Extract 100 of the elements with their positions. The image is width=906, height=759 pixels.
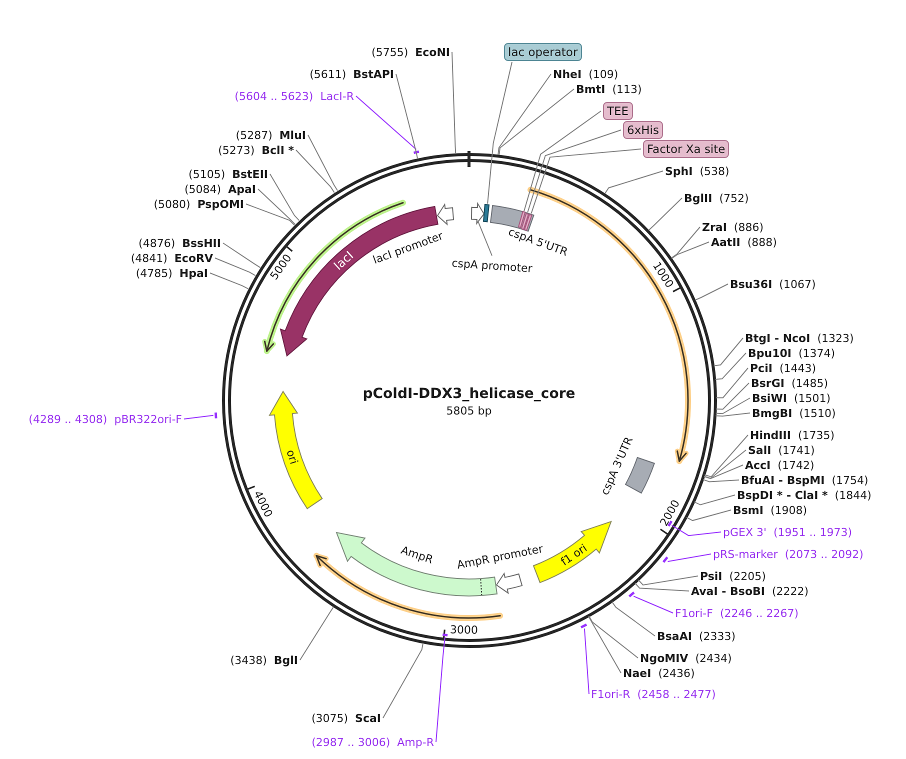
restriction-site-label: (4785) HpaI <box>136 266 208 280</box>
leader-line <box>715 398 750 414</box>
restriction-site-label: NaeI (2436) <box>623 666 695 680</box>
leader-line <box>714 352 746 380</box>
leader-line <box>671 242 710 259</box>
restriction-site-label: (4876) BssHII <box>138 236 221 250</box>
feature-tag: lac operator <box>504 43 582 61</box>
leader-line <box>498 88 574 156</box>
restriction-site-label: BsaAI (2333) <box>657 630 736 642</box>
feature-stripe <box>518 211 526 228</box>
restriction-site-label: Bpu10I (1374) <box>748 346 836 360</box>
leader-line <box>300 606 334 660</box>
feature-name: f1 ori <box>558 542 590 568</box>
restriction-site-label: BtgI - NcoI (1323) <box>745 332 854 344</box>
primer-label: (4289 .. 4308) pBR322ori-F <box>28 412 182 426</box>
restriction-site-label: AccI (1742) <box>745 458 814 472</box>
feature-tag: 6xHis <box>623 121 663 139</box>
restriction-site-label: (3438) BglI <box>230 654 298 666</box>
leader-line <box>477 220 492 256</box>
leader-line <box>611 601 656 636</box>
leader-line <box>716 382 750 410</box>
primer-mark <box>667 520 672 528</box>
restriction-site-label: (5080) PspOMI <box>154 198 244 210</box>
leader-line <box>702 479 740 482</box>
leader-line <box>222 242 261 268</box>
restriction-site-label: NgoMIV (2434) <box>640 652 732 664</box>
restriction-site-label: Bsu36I (1067) <box>730 278 816 290</box>
leader-line <box>704 464 744 480</box>
leader-line <box>648 198 682 231</box>
leader-line <box>396 74 418 159</box>
restriction-site-label: PsiI (2205) <box>700 570 766 582</box>
tick-label: 4000 <box>251 488 276 520</box>
plasmid-name: pColdI-DDX3_helicase_core <box>362 386 576 402</box>
leader-line <box>184 414 214 420</box>
restriction-site-label: BglII (752) <box>684 192 749 204</box>
leader-line <box>633 596 674 614</box>
leader-line <box>638 576 698 586</box>
leader-line <box>713 338 744 366</box>
leader-line <box>246 204 295 226</box>
leader-line <box>452 52 456 154</box>
leader-line <box>584 628 590 694</box>
restriction-site-label: BsiWI (1501) <box>752 392 831 404</box>
restriction-site-label: HindIII (1735) <box>750 428 835 442</box>
feature-name: cspA 5'UTR <box>506 226 570 259</box>
leader-line <box>670 226 700 259</box>
restriction-site-label: BmgBI (1510) <box>752 406 836 420</box>
restriction-site-label: (5755) EcoNI <box>372 46 450 58</box>
leader-line <box>716 368 748 398</box>
leader-line <box>704 434 748 478</box>
leader-line <box>436 636 446 742</box>
leader-line <box>667 554 712 562</box>
primer-mark <box>214 412 218 418</box>
restriction-site-label: BspDI * - ClaI * (1844) <box>737 488 872 502</box>
leader-line <box>634 582 690 592</box>
leader-line <box>604 170 664 194</box>
leader-line <box>704 450 746 479</box>
primer-label: pRS-marker (2073 .. 2092) <box>713 548 864 560</box>
leader-line <box>382 642 424 718</box>
leader-line <box>270 174 300 221</box>
restriction-site-label: BfuAI - BspMI (1754) <box>741 474 868 486</box>
leader-line <box>308 134 338 192</box>
feature-stripe <box>520 212 529 230</box>
leader-line <box>524 110 602 212</box>
primer-mark <box>442 633 448 636</box>
operator-bar <box>483 204 490 222</box>
leader-line <box>258 188 296 225</box>
feature-name: lacI <box>332 249 356 273</box>
plasmid-size: 5805 bp <box>446 404 492 418</box>
leader-line <box>527 130 622 213</box>
primer-label: F1ori-F (2246 .. 2267) <box>675 606 798 620</box>
leader-line <box>214 258 256 276</box>
restriction-site-label: (5273) BclI * <box>218 144 294 156</box>
restriction-site-label: BsrGI (1485) <box>751 376 828 390</box>
restriction-site-label: (5611) BstAPI <box>310 68 394 80</box>
feature-tag: TEE <box>603 102 633 120</box>
leader-line <box>588 616 638 658</box>
leader-line <box>498 74 552 156</box>
leader-line <box>671 524 722 536</box>
restriction-site-label: AatII (888) <box>711 236 777 248</box>
feature-name: AmpR <box>400 543 435 566</box>
restriction-site-label: (5084) ApaI <box>184 182 256 196</box>
restriction-site-label: AvaI - BsoBI (2222) <box>691 584 809 598</box>
leader-line <box>487 62 512 204</box>
leader-line <box>694 494 736 506</box>
restriction-site-label: BsmI (1908) <box>733 504 808 516</box>
feature-name: ori <box>284 448 300 466</box>
leader-line <box>210 272 249 290</box>
primer-label: (2987 .. 3006) Amp-R <box>312 736 434 748</box>
restriction-site-label: ZraI (886) <box>702 220 764 234</box>
feature-name: AmpR promoter <box>455 542 544 572</box>
promoter-feature <box>471 202 485 224</box>
restriction-site-label: (5105) BstEII <box>188 168 268 180</box>
leader-line <box>356 96 417 150</box>
primer-mark <box>414 150 420 154</box>
leader-line <box>530 148 642 214</box>
feature-name: cspA promoter <box>451 256 533 276</box>
restriction-site-label: SalI (1741) <box>748 444 815 456</box>
leader-line <box>588 616 622 674</box>
feature-stripe <box>524 214 532 231</box>
restriction-site-label: (5287) MluI <box>236 128 306 142</box>
